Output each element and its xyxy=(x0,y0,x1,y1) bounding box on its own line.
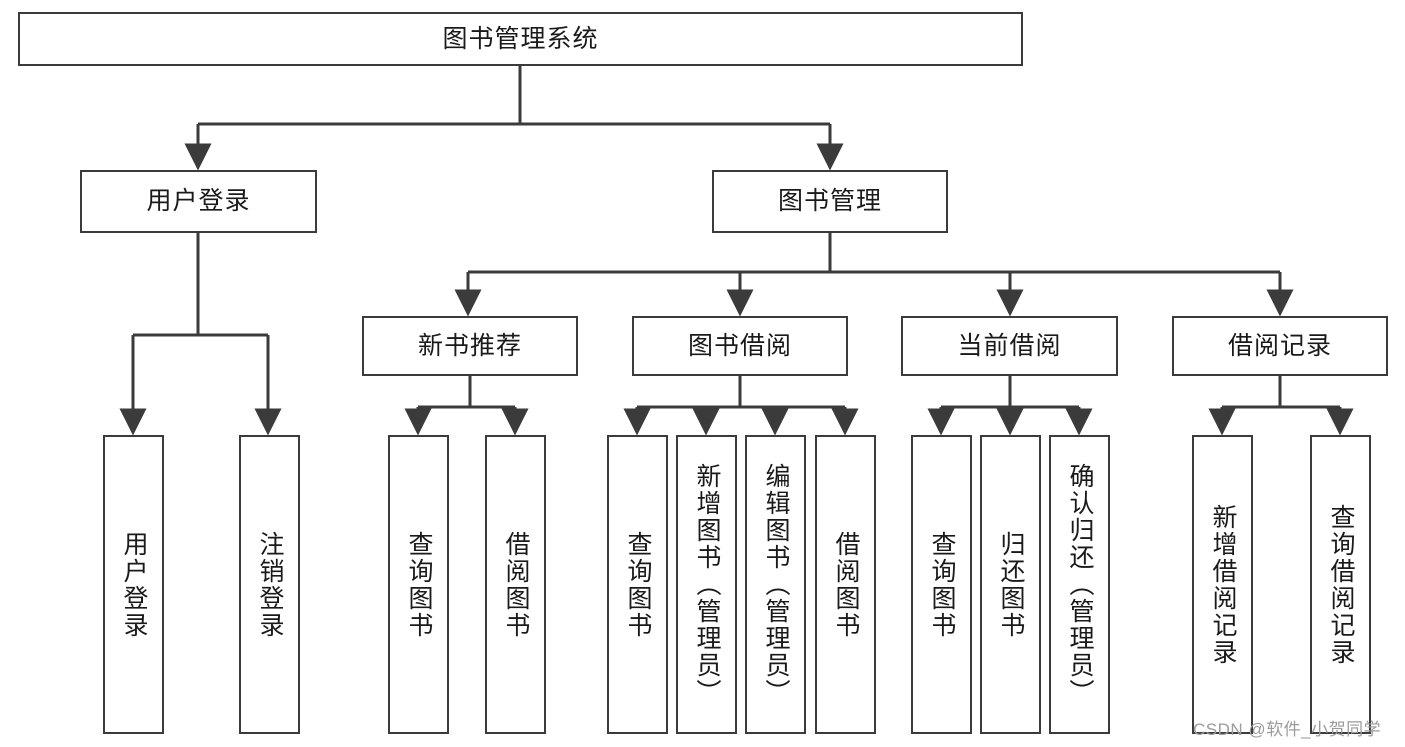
node-label: 当前借阅 xyxy=(957,331,1062,360)
leaf-query-book-borrow[interactable]: 查询图书 xyxy=(607,435,668,734)
leaf-edit-book-admin[interactable]: 编辑图书（管理员） xyxy=(745,435,806,734)
leaf-return-book[interactable]: 归还图书 xyxy=(980,435,1041,734)
node-label: 借阅图书 xyxy=(502,530,530,639)
node-book-borrow[interactable]: 图书借阅 xyxy=(632,316,848,376)
node-label: 用户登录 xyxy=(120,530,148,639)
node-label: 查询图书 xyxy=(928,530,956,639)
node-label: 借阅记录 xyxy=(1227,331,1332,360)
node-label: 新增借阅记录 xyxy=(1209,503,1237,666)
node-label: 查询图书 xyxy=(405,530,433,639)
node-new-book-recommend[interactable]: 新书推荐 xyxy=(362,316,578,376)
node-borrow-record[interactable]: 借阅记录 xyxy=(1172,316,1388,376)
node-root-system[interactable]: 图书管理系统 xyxy=(18,12,1023,66)
csdn-watermark: CSDN @软件_小贺同学 xyxy=(1193,720,1382,739)
node-label: 新增图书（管理员） xyxy=(693,463,721,706)
leaf-query-borrow-record[interactable]: 查询借阅记录 xyxy=(1310,435,1371,734)
node-label: 归还图书 xyxy=(997,530,1025,639)
node-label: 借阅图书 xyxy=(832,530,860,639)
leaf-add-book-admin[interactable]: 新增图书（管理员） xyxy=(676,435,737,734)
node-label: 图书管理 xyxy=(777,187,882,216)
leaf-add-borrow-record[interactable]: 新增借阅记录 xyxy=(1192,435,1253,734)
node-book-management[interactable]: 图书管理 xyxy=(712,170,948,233)
node-label: 图书管理系统 xyxy=(442,24,599,53)
leaf-borrow-book[interactable]: 借阅图书 xyxy=(815,435,876,734)
node-label: 确认归还（管理员） xyxy=(1066,463,1094,706)
node-label: 注销登录 xyxy=(256,530,284,639)
node-label: 编辑图书（管理员） xyxy=(762,463,790,706)
leaf-confirm-return-admin[interactable]: 确认归还（管理员） xyxy=(1049,435,1110,734)
node-current-borrow[interactable]: 当前借阅 xyxy=(901,316,1118,376)
leaf-logout-login[interactable]: 注销登录 xyxy=(239,435,300,734)
node-label: 用户登录 xyxy=(146,187,251,216)
node-label: 查询图书 xyxy=(624,530,652,639)
node-user-login[interactable]: 用户登录 xyxy=(80,170,317,233)
leaf-user-login[interactable]: 用户登录 xyxy=(103,435,164,734)
node-label: 查询借阅记录 xyxy=(1327,503,1355,666)
leaf-borrow-book-recommend[interactable]: 借阅图书 xyxy=(485,435,546,734)
leaf-query-book-recommend[interactable]: 查询图书 xyxy=(388,435,449,734)
leaf-query-book-current[interactable]: 查询图书 xyxy=(911,435,972,734)
node-label: 新书推荐 xyxy=(417,331,522,360)
node-label: 图书借阅 xyxy=(687,331,792,360)
